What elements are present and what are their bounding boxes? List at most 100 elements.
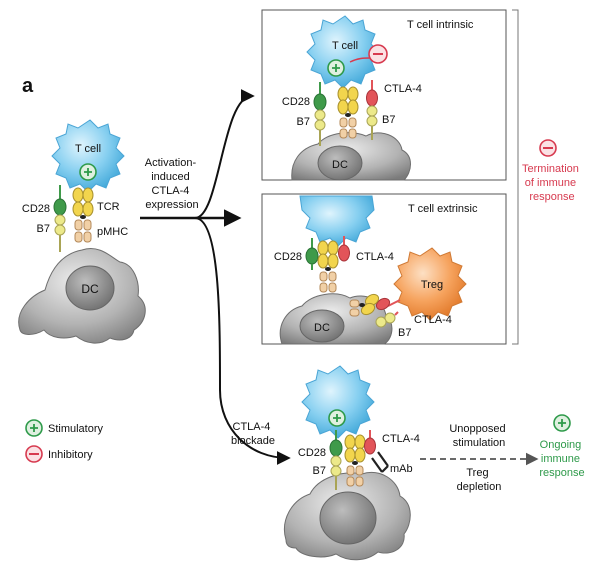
mhc-domain [355, 476, 364, 487]
dc-label: DC [81, 282, 99, 296]
b7-label: B7 [313, 465, 326, 477]
cd28-label: CD28 [282, 96, 310, 108]
mhc-domain [74, 219, 83, 231]
cd28-receptor [313, 93, 327, 111]
dc-label: DC [332, 159, 348, 171]
ctla4-label: CTLA-4 [356, 251, 394, 263]
b7-label-right: B7 [382, 114, 395, 126]
panel-letter: a [22, 75, 34, 97]
mhc-domain [348, 117, 357, 128]
termination-label: Termination of immune response [522, 163, 582, 203]
t-cell [301, 365, 375, 439]
mhc-domain [83, 231, 92, 243]
t-cell-label: T cell [75, 143, 101, 155]
cd28-label: CD28 [274, 251, 302, 263]
peptide [345, 113, 351, 117]
dc-nucleus [319, 491, 377, 545]
legend-stimulatory: Stimulatory [48, 423, 104, 435]
b7-ligand [366, 105, 378, 117]
plus-glyph [332, 64, 340, 72]
activation-label: Activation- induced CTLA-4 expression [145, 157, 199, 211]
tcr-domain [337, 99, 349, 115]
b7-label: B7 [398, 327, 411, 339]
unopposed-label: Unopposed stimulation [449, 423, 508, 449]
plus-glyph [333, 414, 341, 422]
b7-ligand [314, 119, 326, 131]
cd28-receptor [305, 247, 319, 265]
bracket [512, 9, 519, 345]
tcr-domain [347, 86, 359, 102]
extrinsic-scene: DC Treg CD28 CTLA-4 CTLA-4 B7 [274, 195, 467, 345]
plus-glyph [558, 419, 566, 427]
tcr-domain [337, 86, 349, 102]
mhc-domain [339, 128, 348, 139]
b7-ligand [366, 115, 378, 127]
ctla4-receptor [364, 437, 376, 455]
cd28-label: CD28 [298, 447, 326, 459]
peptide [80, 215, 86, 219]
tcr-domain [360, 302, 376, 316]
b7-ligand [54, 224, 66, 236]
mhc-domain [346, 476, 355, 487]
arrow-to-intrinsic [194, 89, 255, 219]
tcr-domain [72, 201, 84, 217]
plus-glyph [84, 168, 92, 176]
extrinsic-title: T cell extrinsic [408, 203, 478, 215]
tcr-domain [327, 240, 339, 256]
mab-label: mAb [390, 463, 413, 475]
dc-nucleus [317, 145, 363, 181]
mhc-domain [348, 128, 357, 139]
mhc-domain [346, 465, 355, 476]
antibody-mab [371, 451, 389, 473]
mhc-domain [355, 465, 364, 476]
cd28-label: CD28 [22, 203, 50, 215]
tcr-domain [364, 293, 380, 307]
mhc-domain [74, 231, 83, 243]
b7-label: B7 [37, 223, 50, 235]
mhc-domain [83, 219, 92, 231]
blockade-label: CTLA-4 blockade [231, 421, 275, 447]
tcr-domain [347, 99, 359, 115]
plus-glyph [30, 424, 38, 432]
peptide [359, 303, 365, 307]
b7-ligand [54, 214, 66, 226]
dc-nucleus [65, 265, 115, 311]
b7-ligand [384, 312, 396, 324]
dc-label: DC [314, 322, 330, 334]
cd28-receptor [329, 439, 343, 457]
tcr-domain [344, 447, 356, 463]
mhc-domain [319, 282, 328, 293]
t-cell-label: T cell [332, 40, 358, 52]
peptide [325, 267, 331, 271]
mhc-domain [319, 271, 328, 282]
ctla4-treg-label: CTLA-4 [414, 314, 452, 326]
tcr-domain [344, 434, 356, 450]
ongoing-label: Ongoing immune response [539, 439, 584, 479]
b7-ligand [330, 465, 342, 477]
tcr-domain [82, 187, 94, 203]
tcr-domain [354, 434, 366, 450]
b7-label: B7 [297, 116, 310, 128]
blockade-scene: CD28 B7 CTLA-4 mAb [284, 365, 420, 561]
tcr-domain [354, 447, 366, 463]
mhc-domain [339, 117, 348, 128]
peptide [352, 461, 358, 465]
ctla4-receptor [375, 297, 391, 311]
tcr-domain [327, 253, 339, 269]
intrinsic-title: T cell intrinsic [407, 19, 474, 31]
treg-cell [393, 247, 467, 321]
mhc-domain [349, 299, 360, 308]
legend-inhibitory: Inhibitory [48, 449, 93, 461]
b7-ligand [375, 316, 387, 328]
b7-ligand [314, 109, 326, 121]
treg-depletion-label: Treg depletion [457, 467, 502, 493]
tcr-label: TCR [97, 201, 120, 213]
intrinsic-scene: DC T cell CD28 B7 CTLA-4 B7 [282, 15, 422, 181]
ctla4-label: CTLA-4 [382, 433, 420, 445]
mhc-domain [328, 282, 337, 293]
mhc-domain [349, 308, 360, 317]
b7-ligand [330, 455, 342, 467]
ctla4-receptor [366, 89, 378, 107]
ctla4-label: CTLA-4 [384, 83, 422, 95]
